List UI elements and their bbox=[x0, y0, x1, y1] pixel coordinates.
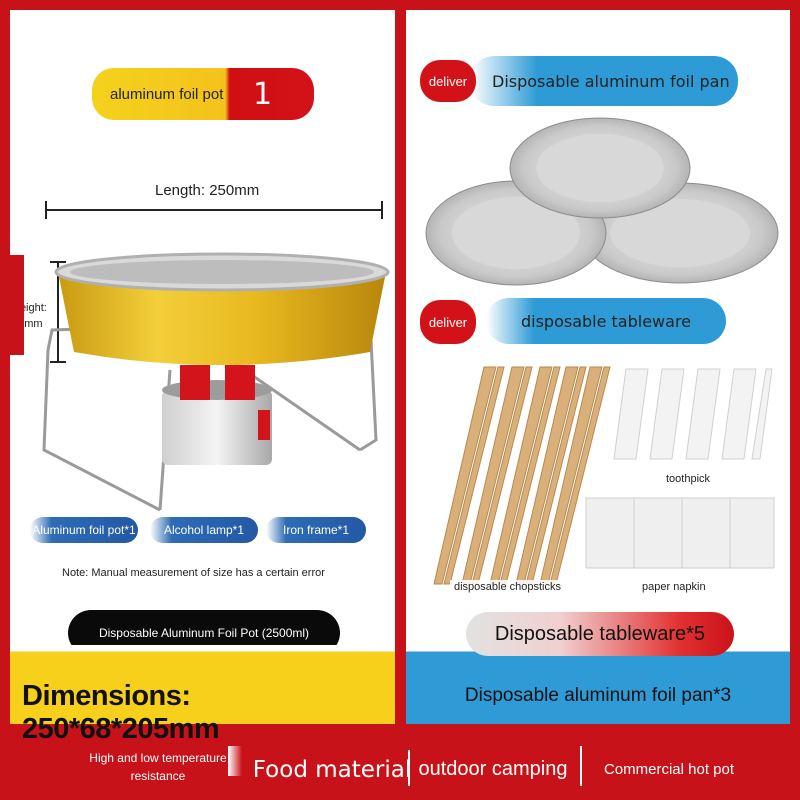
foil-pans-illustration bbox=[425, 117, 779, 286]
component-iron-frame-pill: Iron frame*1 bbox=[266, 517, 366, 543]
tableware-count-pill: Disposable tableware*5 bbox=[466, 612, 734, 656]
pan-count-text: Disposable aluminum foil pan*3 bbox=[464, 685, 732, 706]
left-edge-accent bbox=[10, 255, 24, 355]
length-arrow bbox=[45, 201, 383, 219]
deliver-tag-2: deliver bbox=[420, 300, 476, 344]
footer-divider-2 bbox=[580, 746, 582, 786]
napkin-label: paper napkin bbox=[638, 580, 710, 594]
aluminum-foil-pot-badge: aluminum foil pot 1 bbox=[92, 68, 314, 120]
tableware-title-pill: disposable tableware bbox=[486, 298, 726, 344]
foil-pan-title: Disposable aluminum foil pan bbox=[492, 71, 730, 91]
feature-outdoor-camping: outdoor camping bbox=[418, 757, 568, 780]
toothpicks-illustration bbox=[613, 368, 773, 460]
badge-label: aluminum foil pot bbox=[110, 85, 224, 103]
dimensions-band: Dimensions: 250*68*205mm bbox=[10, 645, 395, 745]
foil-pan-title-pill: Disposable aluminum foil pan bbox=[470, 56, 738, 106]
footer-accent bbox=[228, 746, 242, 776]
feature-temperature: High and low temperature resistance bbox=[89, 751, 227, 783]
measurement-note: Note: Manual measurement of size has a c… bbox=[62, 567, 325, 579]
tableware-title: disposable tableware bbox=[520, 311, 692, 331]
feature-food-material: Food material bbox=[252, 757, 412, 783]
feature-commercial-hot-pot: Commercial hot pot bbox=[603, 760, 735, 778]
footer-divider-1 bbox=[408, 750, 410, 786]
toothpick-label: toothpick bbox=[662, 472, 715, 486]
deliver-tag-1: deliver bbox=[420, 60, 476, 102]
height-arrow bbox=[50, 261, 66, 363]
chopsticks-label: disposable chopsticks bbox=[450, 580, 566, 594]
pan-count-band: Disposable aluminum foil pan*3 bbox=[406, 645, 790, 724]
component-foil-pot-pill: Aluminum foil pot*1 bbox=[30, 517, 138, 543]
foil-pot-with-burner-illustration bbox=[42, 252, 390, 512]
badge-number: 1 bbox=[253, 76, 273, 112]
dimensions-text: Dimensions: 250*68*205mm bbox=[22, 680, 220, 745]
napkins-illustration bbox=[585, 497, 775, 569]
component-alcohol-lamp-pill: Alcohol lamp*1 bbox=[150, 517, 258, 543]
length-label: Length: 250mm bbox=[155, 182, 260, 199]
